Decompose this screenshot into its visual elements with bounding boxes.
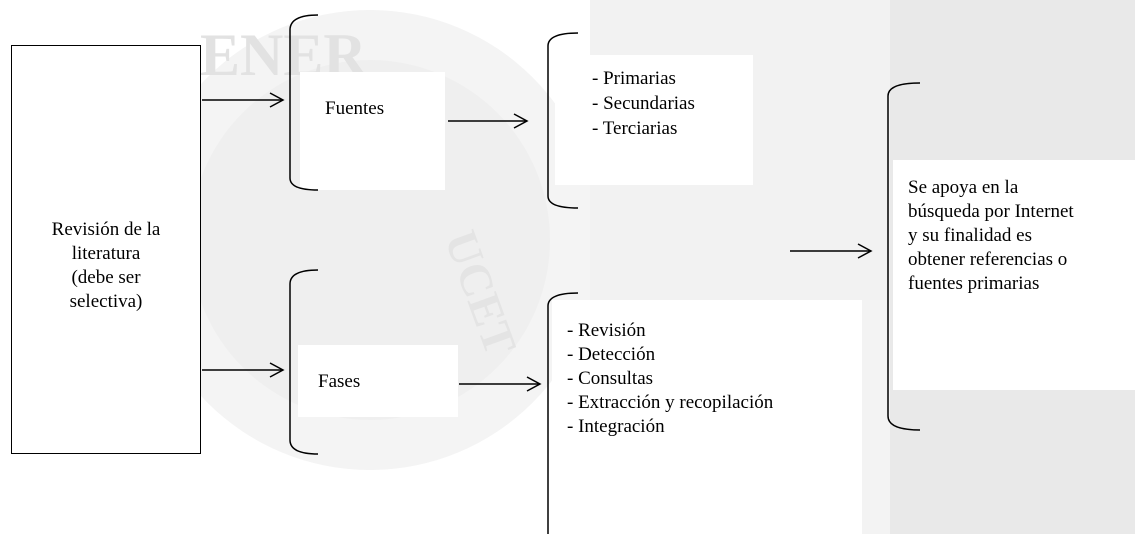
summary-line: búsqueda por Internet (908, 201, 1074, 222)
fases-list: - Revisión - Detección - Consultas - Ext… (567, 319, 773, 439)
fuentes-item: - Terciarias (592, 118, 678, 139)
fuentes-list: - Primarias - Secundarias - Terciarias (592, 66, 695, 141)
fases-label: Fases (318, 371, 361, 392)
summary-bracket (887, 82, 921, 431)
fuentes-bracket (289, 14, 319, 191)
summary-line: fuentes primarias (908, 273, 1040, 294)
fases-bracket (289, 269, 319, 455)
root-line: (debe ser (71, 267, 141, 288)
root-line: Revisión de la (51, 219, 161, 240)
fuentes-list-box (555, 55, 753, 185)
summary-line: obtener referencias o (908, 249, 1068, 270)
fases-item: - Integración (567, 416, 665, 437)
fuentes-item: - Secundarias (592, 93, 695, 114)
fases-list-bracket (547, 292, 579, 534)
fases-item: - Detección (567, 344, 656, 365)
summary-line: Se apoya en la (908, 177, 1019, 198)
fuentes-item: - Primarias (592, 68, 676, 89)
fases-item: - Consultas (567, 368, 654, 389)
fases-item: - Extracción y recopilación (567, 392, 774, 413)
root-node-label: Revisión de la literatura (debe ser sele… (12, 218, 200, 314)
summary-line: y su finalidad es (908, 225, 1033, 246)
summary-text: Se apoya en la búsqueda por Internet y s… (908, 176, 1074, 296)
root-node-box: Revisión de la literatura (debe ser sele… (11, 45, 201, 454)
fases-box (298, 345, 458, 417)
fuentes-label: Fuentes (325, 98, 385, 119)
fuentes-box (300, 72, 445, 190)
root-line: literatura (71, 243, 141, 264)
fases-item: - Revisión (567, 320, 646, 341)
fases-list-box (552, 300, 862, 534)
fuentes-list-bracket (547, 32, 579, 209)
root-line: selectiva) (69, 291, 143, 312)
summary-box (893, 160, 1135, 390)
